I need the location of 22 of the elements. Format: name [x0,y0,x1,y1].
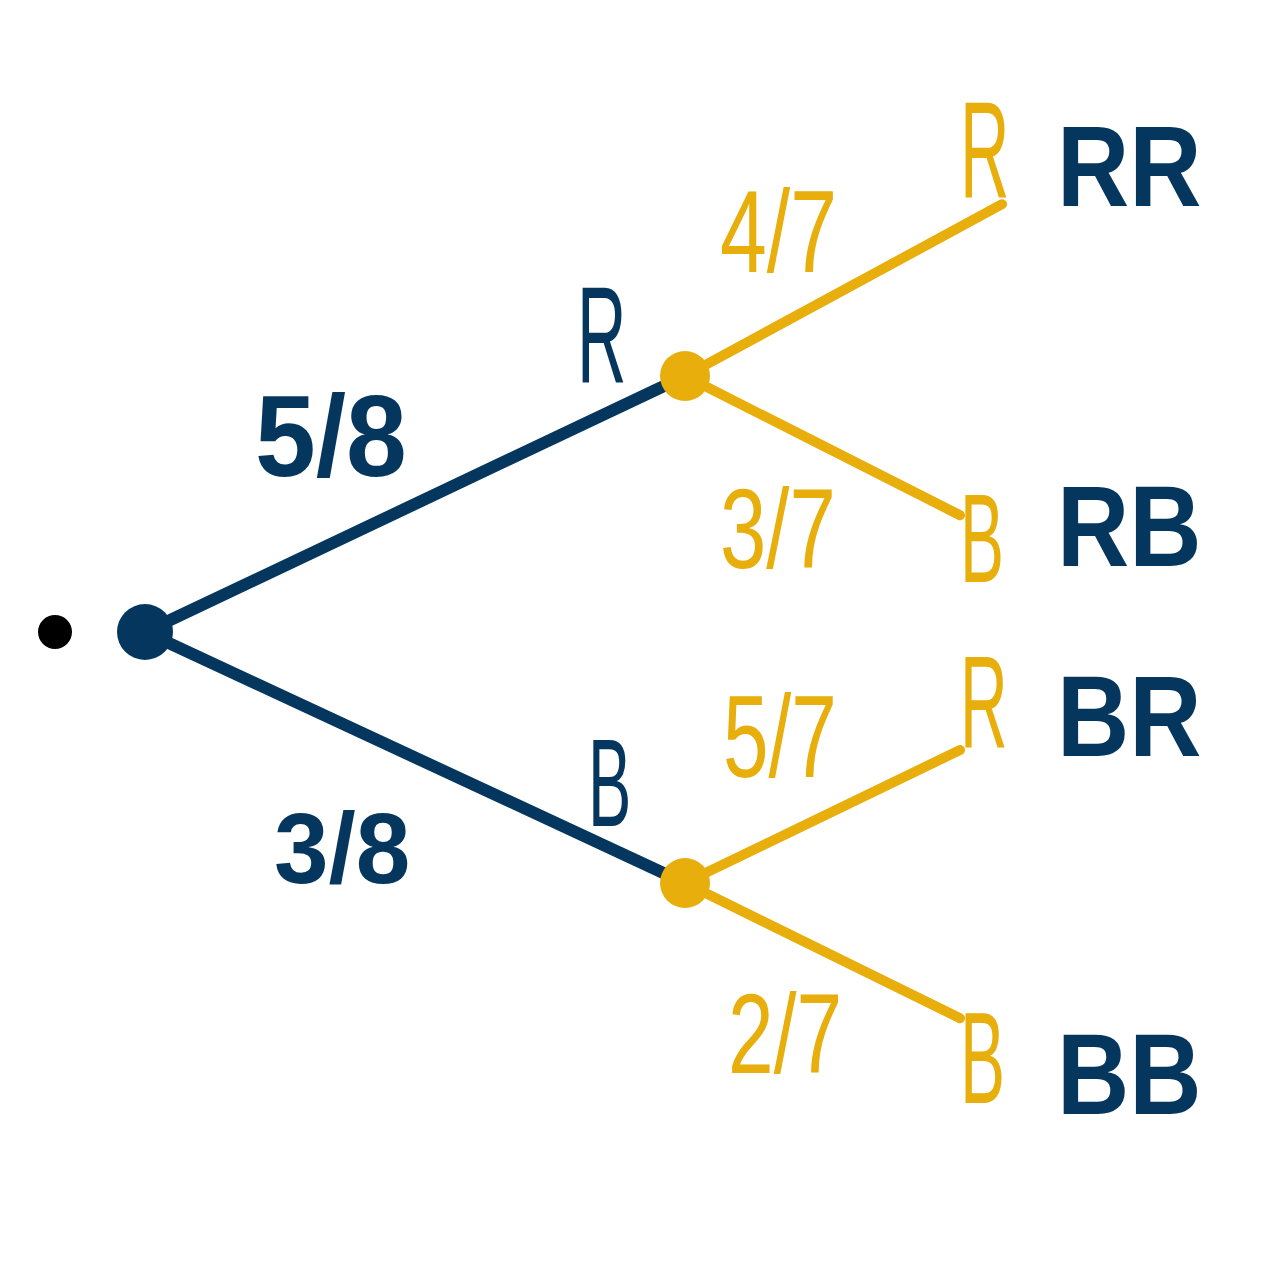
probability-label: 5/8 [255,390,407,482]
branch-node [660,351,710,401]
probability-label: 3/8 [274,808,411,889]
branch-label: B [588,732,632,833]
branch-line [702,382,965,521]
outcome-label: RB [1057,480,1202,572]
probability-label: 3/7 [720,483,836,575]
branch-label: B [960,1005,1006,1110]
branch-label: B [960,487,1005,590]
outcome-label: BR [1057,670,1202,762]
branch-label: R [960,649,1008,756]
branch-line [702,199,1008,370]
root-node [117,604,173,660]
branch-node [660,858,710,908]
probability-label: 4/7 [720,184,838,279]
dot [38,615,72,649]
outcome-label: BB [1057,1028,1202,1120]
outcome-label: RR [1057,120,1202,212]
probability-label: 2/7 [728,988,843,1080]
branch-label: R [577,279,627,390]
probability-label: 5/7 [723,689,837,784]
branch-label: R [960,94,1010,205]
